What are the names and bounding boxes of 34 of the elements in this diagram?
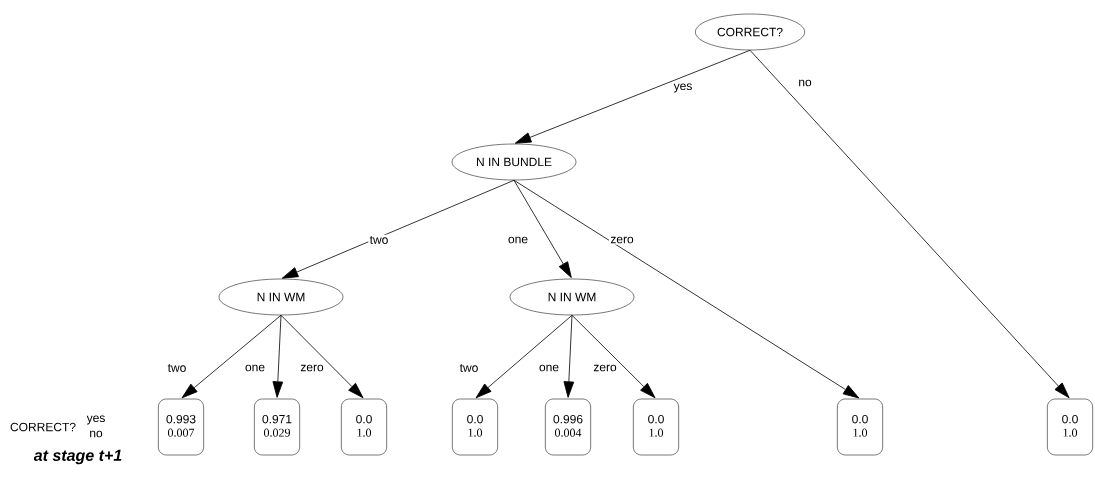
edge-label: yes [672,82,694,94]
row-label: CORRECT? [10,422,76,432]
arrow [513,179,860,399]
edge-label: one [537,363,561,373]
arrow [281,179,515,279]
edge-label: zero [609,235,635,245]
row-label: yes [86,415,105,425]
edge-label: two [166,362,188,374]
edge-label: two [458,362,480,374]
arrow [513,179,572,278]
arrow [571,314,656,399]
arrow [280,314,364,399]
arrow [272,314,284,398]
probability-box: 0.0 1.0 [341,398,387,456]
edge-label: one [243,363,267,373]
edge-label: two [368,234,390,246]
edge-label: zero [592,363,618,373]
probability-box: 0.971 0.029 [254,398,300,456]
row-label: no [90,430,103,438]
edge-label: one [506,235,530,245]
arrow [749,49,1070,399]
arrow [563,314,575,398]
stage-caption: at stage t+1 [33,449,122,465]
probability-box: 0.0 1.0 [1047,398,1093,456]
arrow [475,314,573,399]
edge-label: zero [299,363,325,373]
arrow [181,314,282,399]
probability-box: 0.0 1.0 [452,398,498,456]
edge-label: no [797,78,813,88]
arrow [514,49,751,144]
probability-box: 0.0 1.0 [633,398,679,456]
probability-box: 0.0 1.0 [837,398,883,456]
probability-box: 0.996 0.004 [545,398,591,456]
probability-box: 0.993 0.007 [158,398,204,456]
